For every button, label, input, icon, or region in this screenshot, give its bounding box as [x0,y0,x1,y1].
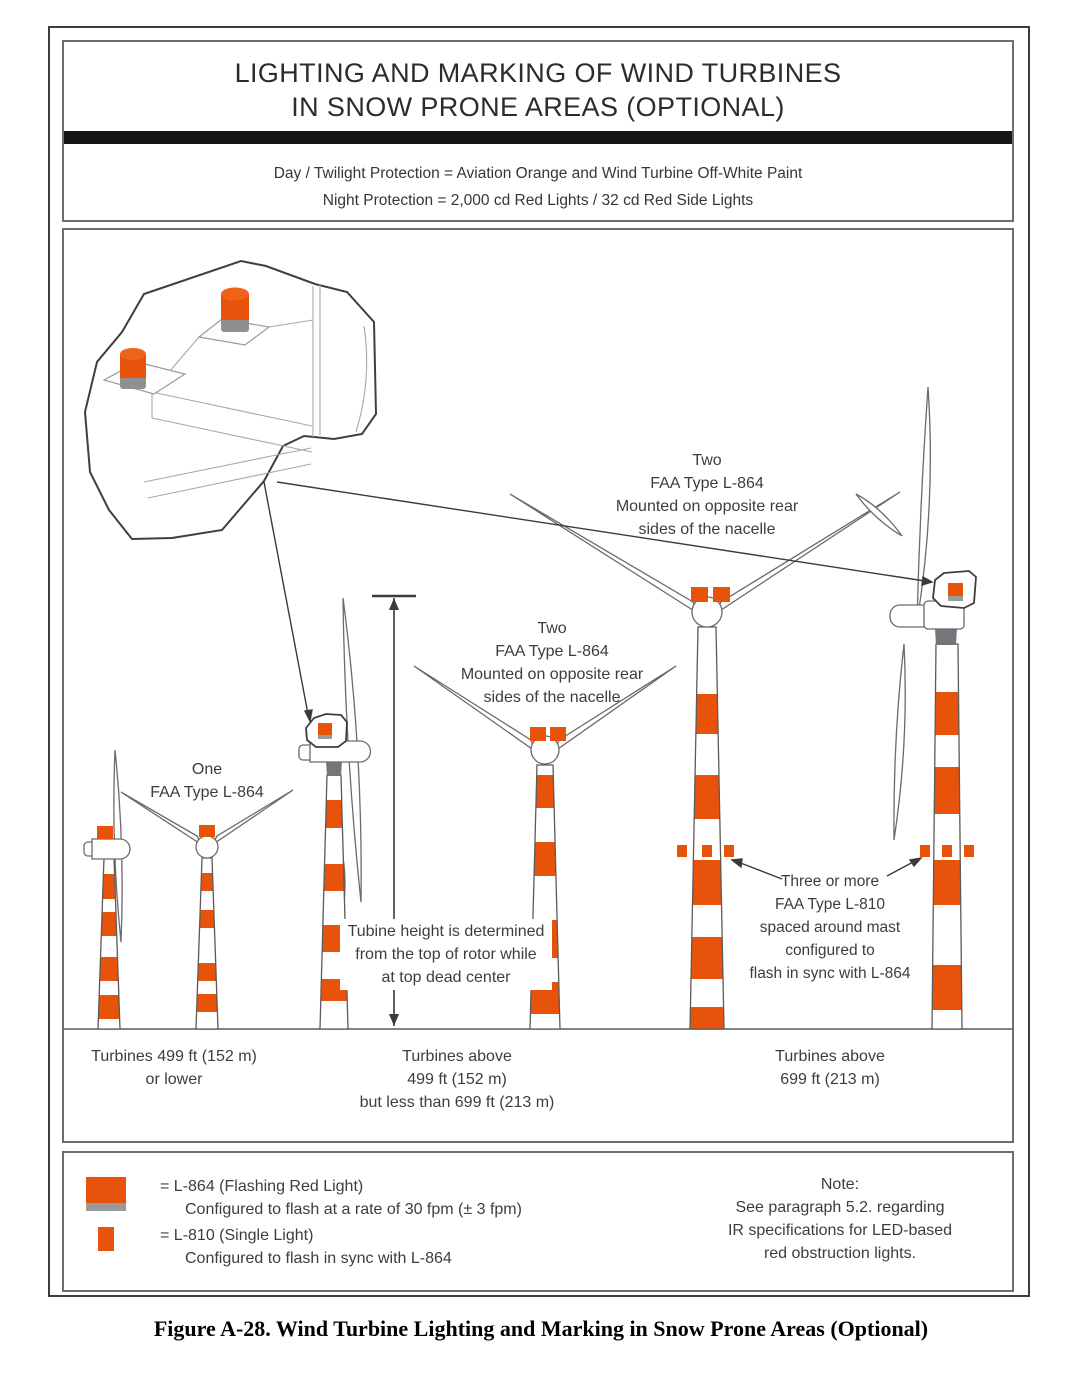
turbine-6-blade-down [893,643,906,841]
leader-to-turbine-3 [263,481,309,715]
legend-l810-detail: Configured to flash in sync with L-864 [185,1250,452,1267]
turbine-3-l864-base [318,735,332,739]
turbine-3-l864-light [318,723,332,735]
turbine-6-l864-base [948,596,963,601]
nacelle-inset-detail [83,259,378,541]
turbine-3-neck [326,761,342,776]
turbine-6-l810-light-1 [920,845,930,857]
title-line-1: LIGHTING AND MARKING OF WIND TURBINES [234,58,842,88]
turbine-2-hub [195,835,219,859]
turbine-4-l864-light-1 [530,727,546,741]
turbine-4-l864-light-2 [550,727,566,741]
inset-beacon-lower [120,348,146,389]
title-line-2: IN SNOW PRONE AREAS (OPTIONAL) [291,92,785,122]
label-two-l864-mid: Two FAA Type L-864 Mounted on opposite r… [460,620,644,706]
turbine-6-neck [935,628,957,645]
label-one-l864: One FAA Type L-864 [150,761,264,801]
turbine-5-l864-light-1 [691,587,708,602]
turbine-5-l810-light-1 [677,845,687,857]
category-label-1: Turbines 499 ft (152 m) or lower [91,1048,257,1088]
figure-title: LIGHTING AND MARKING OF WIND TURBINES IN… [64,56,1012,124]
title-divider-bar [64,131,1012,144]
turbine-6-l810-light-2 [942,845,952,857]
label-l810-note: Three or more FAA Type L-810 spaced arou… [749,873,911,982]
l864-beacon-icon [86,1177,126,1211]
turbine-6-blade-back [855,493,903,537]
legend-box: = L-864 (Flashing Red Light) Configured … [62,1151,1014,1292]
turbine-6-l810-light-3 [964,845,974,857]
turbine-5-l810-light-3 [724,845,734,857]
turbine-6-l864-light [948,583,963,596]
legend-note: Note: See paragraph 5.2. regarding IR sp… [727,1176,953,1262]
legend-l864-label: = L-864 (Flashing Red Light) [160,1178,364,1195]
inset-leader-arrows [263,481,934,724]
label-two-l864-right: Two FAA Type L-864 Mounted on opposite r… [615,452,799,538]
category-label-3: Turbines above 699 ft (213 m) [775,1048,885,1088]
figure-outer-border [48,26,1030,1297]
inset-beacon-upper [221,287,249,332]
category-label-2: Turbines above 499 ft (152 m) but less t… [359,1048,555,1111]
leader-to-turbine-6 [276,481,926,582]
turbine-diagram-svg [64,259,1012,1030]
turbine-1-nacelle [91,838,131,860]
turbine-5-l810-light-2 [702,845,712,857]
protection-subtitle: Day / Twilight Protection = Aviation Ora… [64,160,1012,214]
turbine-5-l864-light-2 [713,587,730,602]
turbine-2 [120,789,294,1030]
turbine-1-l864-light [97,826,113,839]
turbine-1 [83,749,131,1030]
diagram-box: One FAA Type L-864 Two FAA Type L-864 Mo… [62,228,1014,1143]
figure-caption: Figure A-28. Wind Turbine Lighting and M… [153,1316,929,1341]
title-box: LIGHTING AND MARKING OF WIND TURBINES IN… [62,40,1014,222]
turbine-2-l864-light [199,825,215,837]
l810-pointer-arrows [730,856,923,880]
l810-light-icon [98,1227,114,1251]
label-height-note: Tubine height is determined from the top… [340,919,552,990]
turbine-6 [855,386,977,1030]
subtitle-line-1: Day / Twilight Protection = Aviation Ora… [273,165,803,182]
legend-l864-detail: Configured to flash at a rate of 30 fpm … [185,1201,522,1218]
subtitle-line-2: Night Protection = 2,000 cd Red Lights /… [322,192,754,209]
legend-l810-label: = L-810 (Single Light) [160,1227,314,1244]
turbine-6-blade-up [916,386,932,623]
